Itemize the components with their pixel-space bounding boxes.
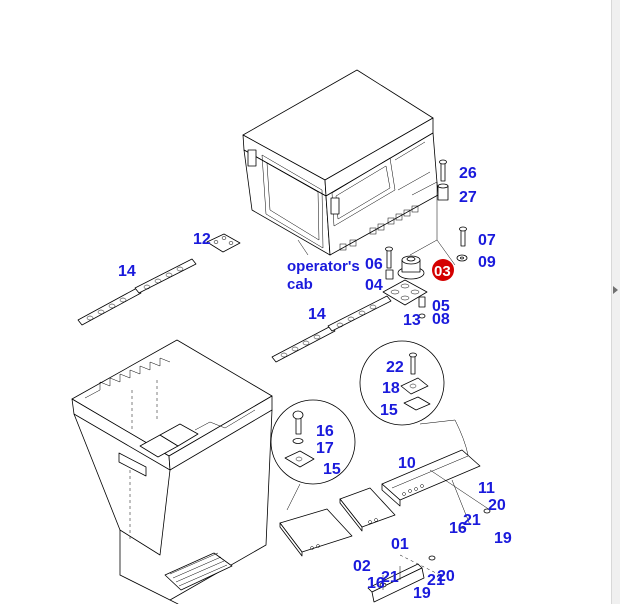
callout-04[interactable]: 04 <box>365 277 383 294</box>
callout-17[interactable]: 17 <box>316 440 334 457</box>
detail-bracket-upper <box>359 340 445 426</box>
callout-06[interactable]: 06 <box>365 256 383 273</box>
callout-15-lower[interactable]: 15 <box>323 461 341 478</box>
callout-19-upper[interactable]: 19 <box>494 530 512 547</box>
callout-03[interactable]: 03 <box>434 263 451 280</box>
callout-labels: 26 27 07 09 03 12 14 operator's cab 06 0… <box>118 165 512 602</box>
callout-01[interactable]: 01 <box>391 536 409 553</box>
callout-21-upper[interactable]: 21 <box>463 512 481 529</box>
callout-21-lower-right[interactable]: 21 <box>427 572 445 589</box>
callout-16-upper[interactable]: 16 <box>449 520 467 537</box>
operator-cab-drawing <box>242 69 439 256</box>
operator-cab-label-line2[interactable]: cab <box>287 276 313 293</box>
callout-16-detail[interactable]: 16 <box>316 423 334 440</box>
callout-20-upper[interactable]: 20 <box>488 497 506 514</box>
callout-14-left[interactable]: 14 <box>118 263 136 280</box>
vertical-scrollbar[interactable] <box>611 0 620 604</box>
callout-13[interactable]: 13 <box>403 312 421 329</box>
gasket-strips <box>77 233 392 363</box>
callout-03-highlight[interactable] <box>432 259 454 281</box>
callout-08[interactable]: 08 <box>432 311 450 328</box>
mount-hardware <box>382 159 468 319</box>
base-frame-drawing <box>71 339 273 604</box>
scroll-right-arrow-icon[interactable] <box>613 286 618 294</box>
callout-15-upper[interactable]: 15 <box>380 402 398 419</box>
callout-10[interactable]: 10 <box>398 455 416 472</box>
callout-09[interactable]: 09 <box>478 254 496 271</box>
callout-27[interactable]: 27 <box>459 189 477 206</box>
callout-05[interactable]: 05 <box>432 298 450 315</box>
callout-18[interactable]: 18 <box>382 380 400 397</box>
callout-02[interactable]: 02 <box>353 558 371 575</box>
callout-21-lower-left[interactable]: 21 <box>381 569 399 586</box>
detail-bracket-lower <box>270 399 469 511</box>
callout-07[interactable]: 07 <box>478 232 496 249</box>
operator-cab-label-line1[interactable]: operator's <box>287 258 360 275</box>
callout-26[interactable]: 26 <box>459 165 477 182</box>
callout-11[interactable]: 11 <box>478 480 495 497</box>
callout-20-lower[interactable]: 20 <box>437 568 455 585</box>
callout-22[interactable]: 22 <box>386 359 404 376</box>
step-plates <box>279 449 491 603</box>
callout-19-lower[interactable]: 19 <box>413 585 431 602</box>
callout-16-lower[interactable]: 16 <box>367 575 385 592</box>
callout-12[interactable]: 12 <box>193 231 211 248</box>
callout-14-right[interactable]: 14 <box>308 306 326 323</box>
